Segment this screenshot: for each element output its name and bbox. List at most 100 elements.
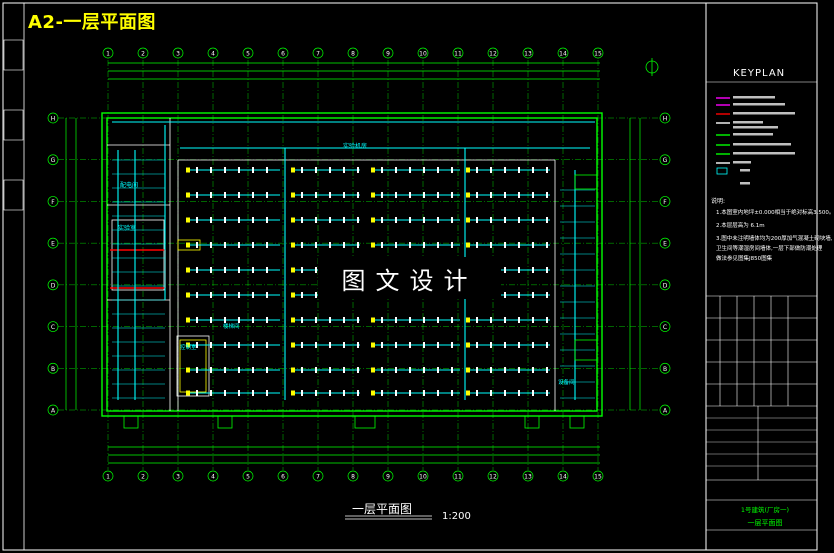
room-label-main: 实验机房: [343, 143, 368, 150]
grid-column-label: 11: [454, 51, 462, 58]
legend-swatches: [716, 97, 730, 175]
grid-column-label: 4: [211, 474, 215, 481]
grid-column-label: 8: [351, 474, 355, 481]
legend-text-bars: [733, 96, 795, 185]
grid-column-label: 9: [386, 51, 390, 58]
keyplan-label: KEYPLAN: [733, 68, 786, 79]
grid-column-11: 11 11: [452, 47, 464, 482]
grid-row-label: A: [51, 408, 56, 415]
grid-column-label: 4: [211, 51, 215, 58]
left-duct-branches: [112, 159, 595, 399]
duct-trunks: [112, 121, 595, 400]
grid-column-label: 15: [594, 51, 602, 58]
grid-column-label: 3: [176, 474, 180, 481]
room-label-right: 设备间: [558, 380, 575, 386]
grid-row-label: C: [51, 324, 55, 331]
grid-column-label: 1: [106, 474, 110, 481]
duct-branch-row: [186, 367, 550, 373]
sheet-title: A2-一层平面图: [28, 12, 156, 33]
grid-row-label: A: [663, 408, 668, 415]
grid-column-8: 88: [347, 47, 359, 482]
grid-columns: 1122334455667788991010111112121313141415…: [102, 47, 604, 482]
grid-column-label: 12: [489, 51, 497, 58]
grid-column-label: 6: [281, 51, 285, 58]
grid-column-label: 14: [559, 474, 567, 481]
title-block-rows: [706, 417, 817, 467]
grid-column-label: 9: [386, 474, 390, 481]
grid-column-label: 13: [524, 51, 532, 58]
grid-column-10: 10 10: [417, 47, 429, 482]
grid-column-label: 10: [419, 474, 427, 481]
grid-row-label: H: [663, 116, 668, 123]
duct-branch-row: [186, 217, 550, 223]
duct-branch-row: [186, 167, 550, 173]
north-arrow: [645, 58, 659, 76]
grid-column-label: 5: [246, 474, 250, 481]
grid-column-label: 2: [141, 474, 145, 481]
grid-column-label: 11: [454, 474, 462, 481]
grid-row-label: H: [51, 116, 56, 123]
door-openings: [123, 174, 598, 429]
notes-heading: 说明:: [711, 198, 726, 205]
grid-row-label: E: [663, 241, 667, 248]
duct-branch-row: [186, 317, 550, 323]
grid-row-label: D: [51, 282, 56, 289]
project-name: 1号建筑(厂房一): [740, 506, 790, 514]
grid-column-13: 13 13: [522, 47, 534, 482]
grid-row-label: G: [51, 157, 56, 164]
duct-branch-row: [186, 192, 550, 198]
grid-row-label: B: [51, 366, 55, 373]
duct-branch-row: [186, 342, 550, 348]
stair-outline: [177, 239, 207, 393]
grid-column-label: 5: [246, 51, 250, 58]
grid-row-label: G: [663, 157, 668, 164]
drawing-title-underline: [345, 515, 432, 520]
grid-column-label: 2: [141, 51, 145, 58]
grid-column-4: 44: [207, 47, 219, 482]
grid-column-label: 6: [281, 474, 285, 481]
grid-column-9: 99: [382, 47, 394, 482]
grid-column-1: 11: [102, 47, 114, 482]
duct-branch-row: [186, 242, 550, 248]
grid-column-5: 55: [242, 47, 254, 482]
grid-column-label: 3: [176, 51, 180, 58]
watermark-overlay: 图文设计: [318, 257, 501, 299]
room-label-left-top: 配电间: [120, 182, 139, 189]
duct-branch-row: [186, 390, 550, 396]
drawing-scale: 1:200: [442, 511, 471, 522]
grid-column-label: 13: [524, 474, 532, 481]
grid-column-label: 14: [559, 51, 567, 58]
title-block-lines: [706, 81, 817, 531]
grid-column-label: 12: [489, 474, 497, 481]
grid-column-12: 12 12: [487, 47, 499, 482]
grid-column-label: 7: [316, 51, 320, 58]
note-line-3: 3.图中未注明墙体均为200厚加气混凝土砌块墙,: [716, 236, 833, 242]
grid-row-label: F: [51, 199, 55, 206]
drawing-title: 一层平面图: [352, 502, 413, 516]
dimension-lines: [65, 62, 641, 464]
grid-row-label: C: [663, 324, 667, 331]
grid-column-label: 15: [594, 474, 602, 481]
grid-column-14: 14 14: [557, 47, 569, 482]
sheet-border: [2, 2, 818, 551]
grid-row-label: E: [51, 241, 55, 248]
note-line-2: 2.本层层高为 6.1m: [716, 223, 765, 229]
note-line-4: 卫生间等潮湿房间墙体,一层下部做防潮处理: [716, 246, 823, 252]
grid-column-2: 22: [137, 47, 149, 482]
note-line-5: 做法参见图集J850图集: [716, 256, 773, 262]
interior-partitions: [107, 118, 556, 411]
room-label-left-mid: 实验室: [118, 225, 137, 232]
grid-column-label: 1: [106, 51, 110, 58]
note-line-1: 1.本图室内地坪±0.000相当于绝对标高3.500。: [716, 210, 834, 216]
grid-row-label: F: [663, 199, 667, 206]
room-label-left-low: 控制室: [180, 345, 197, 351]
grid-row-label: B: [663, 366, 667, 373]
grid-column-label: 10: [419, 51, 427, 58]
